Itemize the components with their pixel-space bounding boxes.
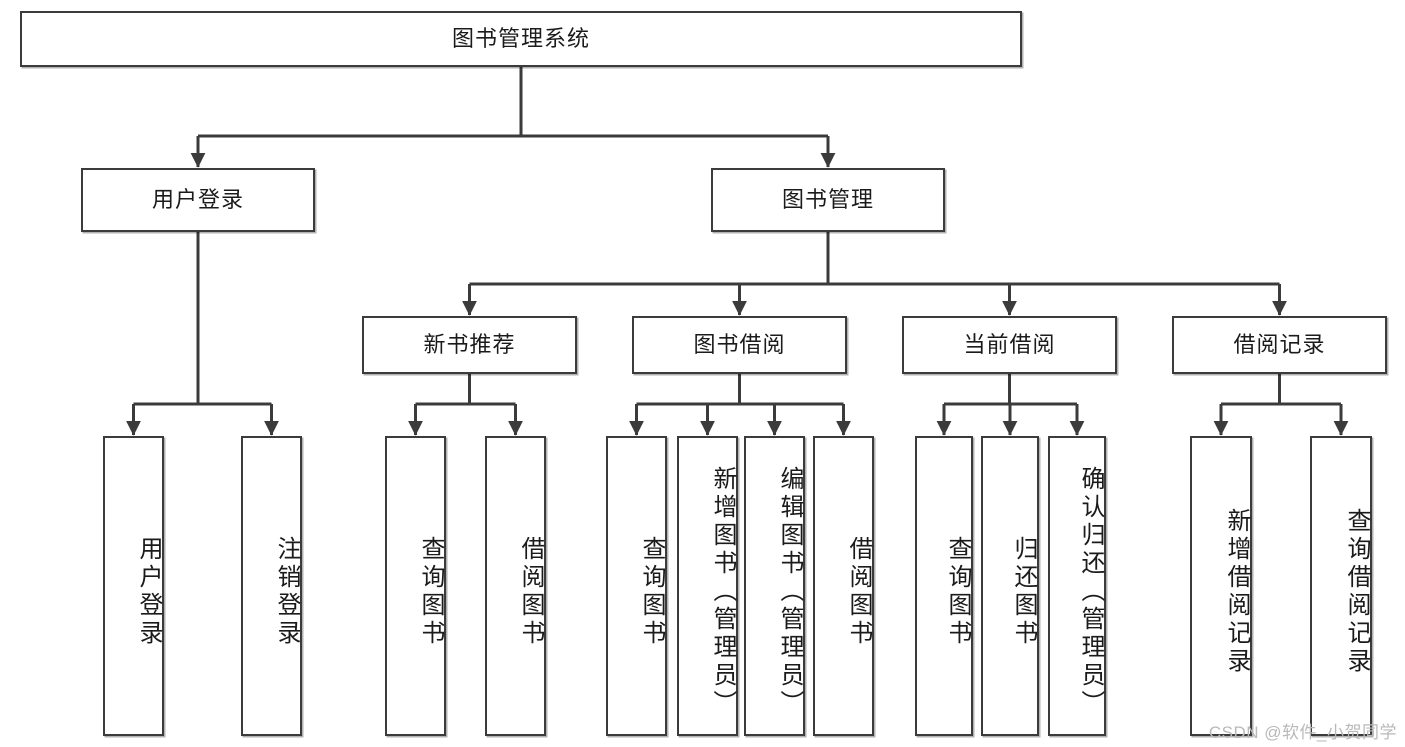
- node-label: 确认归还（管理员）: [1077, 466, 1104, 718]
- node-new_book_rec[interactable]: 新书推荐: [362, 316, 577, 374]
- node-root[interactable]: 图书管理系统: [20, 11, 1022, 67]
- node-label: 借阅记录: [1233, 331, 1326, 357]
- node-book_borrow[interactable]: 图书借阅: [632, 316, 847, 374]
- node-leaf_bb_query[interactable]: 查询图书: [606, 436, 667, 736]
- node-leaf_br_query[interactable]: 查询借阅记录: [1310, 436, 1372, 736]
- node-label: 查询图书: [417, 536, 444, 648]
- node-leaf_logout[interactable]: 注销登录: [241, 436, 302, 736]
- node-label: 归还图书: [1010, 536, 1037, 648]
- node-label: 图书管理系统: [451, 25, 590, 51]
- node-label: 图书借阅: [693, 331, 786, 357]
- node-leaf_nb_borrow[interactable]: 借阅图书: [485, 436, 546, 736]
- node-label: 查询借阅记录: [1343, 508, 1370, 676]
- node-leaf_nb_query[interactable]: 查询图书: [385, 436, 446, 736]
- node-label: 用户登录: [151, 186, 244, 212]
- node-label: 借阅图书: [517, 536, 544, 648]
- node-label: 当前借阅: [963, 331, 1056, 357]
- node-label: 新增借阅记录: [1223, 508, 1250, 676]
- node-borrow_record[interactable]: 借阅记录: [1172, 316, 1387, 374]
- node-leaf_cb_confirm[interactable]: 确认归还（管理员）: [1048, 436, 1106, 736]
- node-leaf_cb_query[interactable]: 查询图书: [915, 436, 973, 736]
- node-leaf_br_add[interactable]: 新增借阅记录: [1190, 436, 1252, 736]
- node-current_borrow[interactable]: 当前借阅: [902, 316, 1117, 374]
- node-label: 图书管理: [781, 186, 874, 212]
- node-label: 查询图书: [944, 536, 971, 648]
- node-leaf_cb_return[interactable]: 归还图书: [981, 436, 1039, 736]
- node-leaf_bb_borrow[interactable]: 借阅图书: [813, 436, 874, 736]
- node-user_login[interactable]: 用户登录: [81, 168, 315, 232]
- node-label: 新书推荐: [423, 331, 516, 357]
- node-leaf_user_login[interactable]: 用户登录: [103, 436, 164, 736]
- node-label: 用户登录: [135, 536, 162, 648]
- node-label: 注销登录: [273, 536, 300, 648]
- node-leaf_bb_edit[interactable]: 编辑图书（管理员）: [744, 436, 805, 736]
- node-book_mgmt[interactable]: 图书管理: [711, 168, 945, 232]
- node-label: 借阅图书: [845, 536, 872, 648]
- node-leaf_bb_add[interactable]: 新增图书（管理员）: [677, 436, 738, 736]
- node-label: 查询图书: [638, 536, 665, 648]
- node-label: 编辑图书（管理员）: [776, 466, 803, 718]
- node-label: 新增图书（管理员）: [709, 466, 736, 718]
